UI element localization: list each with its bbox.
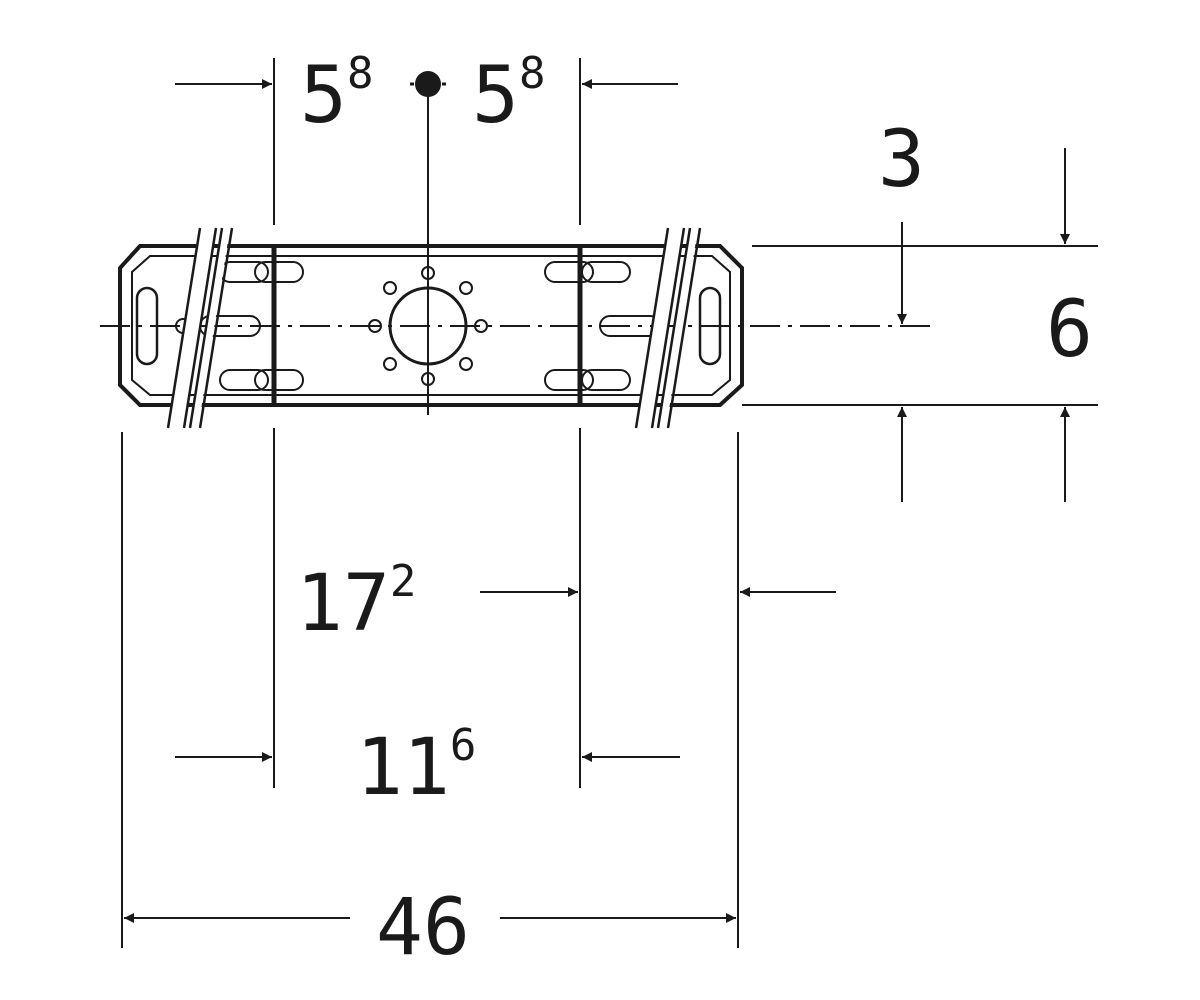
slot-left-2 (254, 261, 304, 283)
label-span-inner-sup: 6 (450, 720, 477, 771)
slot-right-2 (581, 261, 631, 283)
break-symbol-right (634, 226, 702, 430)
label-left-offset: 58 (300, 48, 373, 141)
label-right-offset-base: 5 (472, 51, 519, 141)
label-span-outer-right-base: 17 (296, 559, 390, 649)
break-symbol-left (166, 226, 234, 430)
label-overall-width: 46 (376, 883, 470, 973)
label-span-outer-right: 172 (296, 556, 416, 649)
label-right-offset-sup: 8 (519, 48, 546, 99)
slot-left-4 (254, 369, 304, 391)
slot-right-4 (581, 369, 631, 391)
label-right-offset: 58 (472, 48, 545, 141)
label-height: 6 (1046, 285, 1093, 375)
slot-left-3 (219, 369, 269, 391)
plate-outline (118, 244, 744, 407)
plate-inner-edge (131, 255, 731, 396)
center-marker-dot (415, 71, 441, 97)
slot-right-1 (544, 261, 594, 283)
bolt-hole-bl (383, 357, 397, 371)
label-left-offset-sup: 8 (347, 48, 374, 99)
label-top-gap: 3 (878, 115, 925, 205)
slot-right-end (698, 286, 722, 366)
bolt-hole-right (474, 319, 488, 333)
label-span-inner-base: 11 (356, 723, 450, 813)
label-span-inner: 116 (356, 720, 476, 813)
bolt-hole-tr (459, 281, 473, 295)
slot-left-end (135, 286, 159, 366)
bolt-hole-tl (383, 281, 397, 295)
label-left-offset-base: 5 (300, 51, 347, 141)
bolt-hole-br (459, 357, 473, 371)
label-span-outer-right-sup: 2 (390, 556, 417, 607)
bolt-hole-left (368, 319, 382, 333)
slot-right-3 (544, 369, 594, 391)
